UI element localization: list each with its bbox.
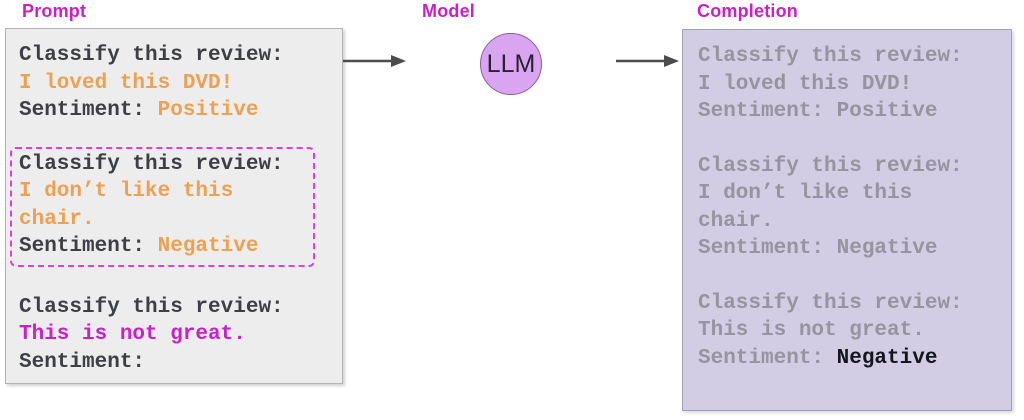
code-segment: I loved this DVD! xyxy=(19,71,234,95)
prompt-column-label: Prompt xyxy=(22,1,87,21)
code-line: Classify this review: xyxy=(698,290,996,318)
code-segment: This is not great. xyxy=(19,323,246,346)
code-line: Classify this review: xyxy=(19,42,329,70)
example-block: Classify this review: I loved this DVD! Se… xyxy=(698,43,996,126)
code-segment: Sentiment: xyxy=(19,235,158,258)
code-line: chair. xyxy=(19,206,309,234)
code-segment: Classify this review: xyxy=(19,295,284,319)
code-line: Sentiment: Positive xyxy=(698,98,996,126)
example-block: Classify this review: This is not great. S… xyxy=(19,294,329,377)
code-line: Sentiment: Negative xyxy=(698,345,996,373)
code-segment: Positive xyxy=(157,99,259,122)
code-segment: Classify this review: xyxy=(698,45,963,68)
prompt-box: Classify this review:I loved this DVD!Se… xyxy=(5,28,343,384)
completion-column-label: Completion xyxy=(697,1,798,21)
llm-model-node: LLM xyxy=(480,33,542,95)
code-segment: Sentiment: Negative xyxy=(698,237,938,260)
code-line: I don’t like this xyxy=(19,178,309,206)
code-segment: Sentiment: Positive xyxy=(698,100,938,123)
code-segment: Sentiment: xyxy=(19,99,158,122)
code-segment: Negative xyxy=(836,346,938,370)
code-line: Classify this review: xyxy=(19,294,329,322)
code-line: Sentiment: Positive xyxy=(19,97,329,125)
code-line: I loved this DVD! xyxy=(698,71,996,99)
highlighted-example-block: Classify this review: I don’t like this ch… xyxy=(10,146,315,267)
code-segment: chair. xyxy=(698,209,774,233)
arrow-right-icon xyxy=(616,55,679,67)
code-line: I loved this DVD! xyxy=(19,70,329,98)
code-segment: Negative xyxy=(157,235,259,258)
arrow-right-icon xyxy=(343,55,406,67)
code-segment: I don’t like this xyxy=(19,180,234,203)
code-segment: Classify this review: xyxy=(698,154,963,178)
llm-node-label: LLM xyxy=(486,49,536,78)
code-line: I don’t like this xyxy=(698,180,996,208)
code-line: Sentiment: Negative xyxy=(19,233,309,261)
example-block: Classify this review: This is not great. S… xyxy=(698,290,996,373)
completion-box: Classify this review: I loved this DVD! Se… xyxy=(682,29,1012,411)
code-segment: Classify this review: xyxy=(19,152,284,176)
code-line: Classify this review: xyxy=(698,153,996,181)
code-line: This is not great. xyxy=(19,321,329,349)
code-segment: chair. xyxy=(19,207,95,231)
code-segment: Sentiment: xyxy=(698,346,837,370)
code-line: Classify this review: xyxy=(19,151,309,179)
code-line: Sentiment: Negative xyxy=(698,235,996,263)
code-segment: This is not great. xyxy=(698,319,925,342)
code-segment: I loved this DVD! xyxy=(698,72,913,96)
model-column-label: Model xyxy=(422,1,475,21)
code-line: This is not great. xyxy=(698,317,996,345)
code-segment: I don’t like this xyxy=(698,182,913,205)
code-line: Classify this review: xyxy=(698,43,996,71)
code-segment: Classify this review: xyxy=(19,44,284,67)
code-line: Sentiment: xyxy=(19,349,329,377)
code-segment: Classify this review: xyxy=(698,291,963,315)
code-segment: Sentiment: xyxy=(19,350,146,374)
example-block: Classify this review:I loved this DVD!Se… xyxy=(19,42,329,125)
code-line: chair. xyxy=(698,208,996,236)
example-block: Classify this review: I don’t like this ch… xyxy=(698,153,996,263)
